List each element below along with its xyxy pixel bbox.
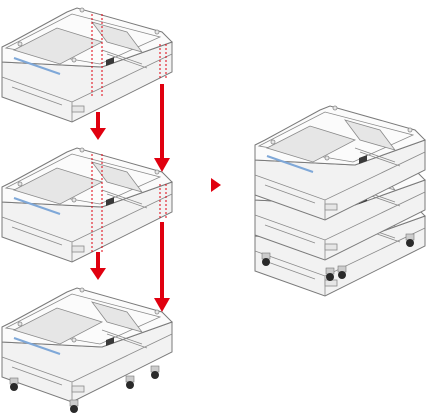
arrow-down-icon bbox=[90, 112, 106, 140]
alignment-guides bbox=[91, 14, 167, 252]
tray-bottom-with-casters bbox=[1, 287, 173, 414]
arrow-down-icon bbox=[90, 252, 106, 280]
tray-middle bbox=[1, 147, 173, 263]
assembled-tray-stack bbox=[254, 105, 426, 297]
triangle-right-icon bbox=[211, 178, 221, 192]
arrow-down-icon bbox=[154, 222, 170, 312]
arrow-down-icon bbox=[154, 84, 170, 172]
tray-top bbox=[1, 7, 173, 123]
